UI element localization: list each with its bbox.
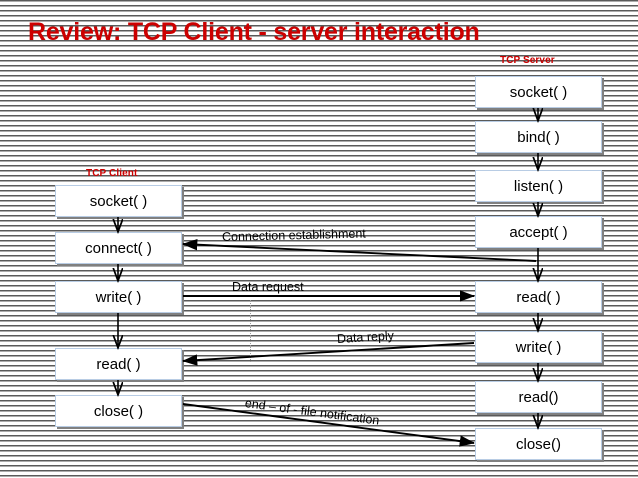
- client-node-write-label: write( ): [95, 288, 142, 306]
- server-node-accept-label: accept( ): [509, 223, 568, 241]
- server-node-write-label: write( ): [515, 338, 562, 356]
- server-node-read-label: read( ): [516, 288, 561, 306]
- message-label-eof-notification: end – of - file notification: [244, 396, 381, 428]
- message-label-data-request: Data request: [232, 280, 304, 294]
- middle-dotted-divider: [250, 300, 251, 362]
- client-node-connect[interactable]: connect( ): [55, 232, 182, 264]
- server-node-listen-label: listen( ): [513, 177, 564, 195]
- client-node-close[interactable]: close( ): [55, 395, 182, 427]
- server-node-bind[interactable]: bind( ): [475, 121, 602, 153]
- server-node-bind-label: bind( ): [517, 128, 560, 146]
- client-node-socket-label: socket( ): [89, 192, 148, 210]
- server-node-close[interactable]: close(): [475, 428, 602, 460]
- client-node-write[interactable]: write( ): [55, 281, 182, 313]
- server-node-write[interactable]: write( ): [475, 331, 602, 363]
- message-label-connection-establishment: Connection establishment: [221, 226, 366, 244]
- server-column-label: TCP Server: [500, 55, 555, 66]
- client-node-read-label: read( ): [96, 355, 141, 373]
- server-node-read[interactable]: read( ): [475, 281, 602, 313]
- page-title: Review: TCP Client - server interaction: [28, 18, 480, 46]
- server-node-socket-label: socket( ): [509, 83, 568, 101]
- client-node-connect-label: connect( ): [85, 239, 152, 257]
- server-node-read-2-label: read(): [518, 388, 559, 406]
- server-node-close-label: close(): [515, 435, 561, 453]
- message-label-data-reply: Data reply: [336, 328, 395, 346]
- server-node-listen[interactable]: listen( ): [475, 170, 602, 202]
- client-node-socket[interactable]: socket( ): [55, 185, 182, 217]
- server-node-accept[interactable]: accept( ): [475, 216, 602, 248]
- server-node-read-2[interactable]: read(): [475, 381, 602, 413]
- arrow-data-reply: [182, 342, 475, 366]
- client-node-close-label: close( ): [93, 402, 144, 420]
- client-node-read[interactable]: read( ): [55, 348, 182, 380]
- server-node-socket[interactable]: socket( ): [475, 76, 602, 108]
- client-column-label: TCP Client: [86, 168, 138, 179]
